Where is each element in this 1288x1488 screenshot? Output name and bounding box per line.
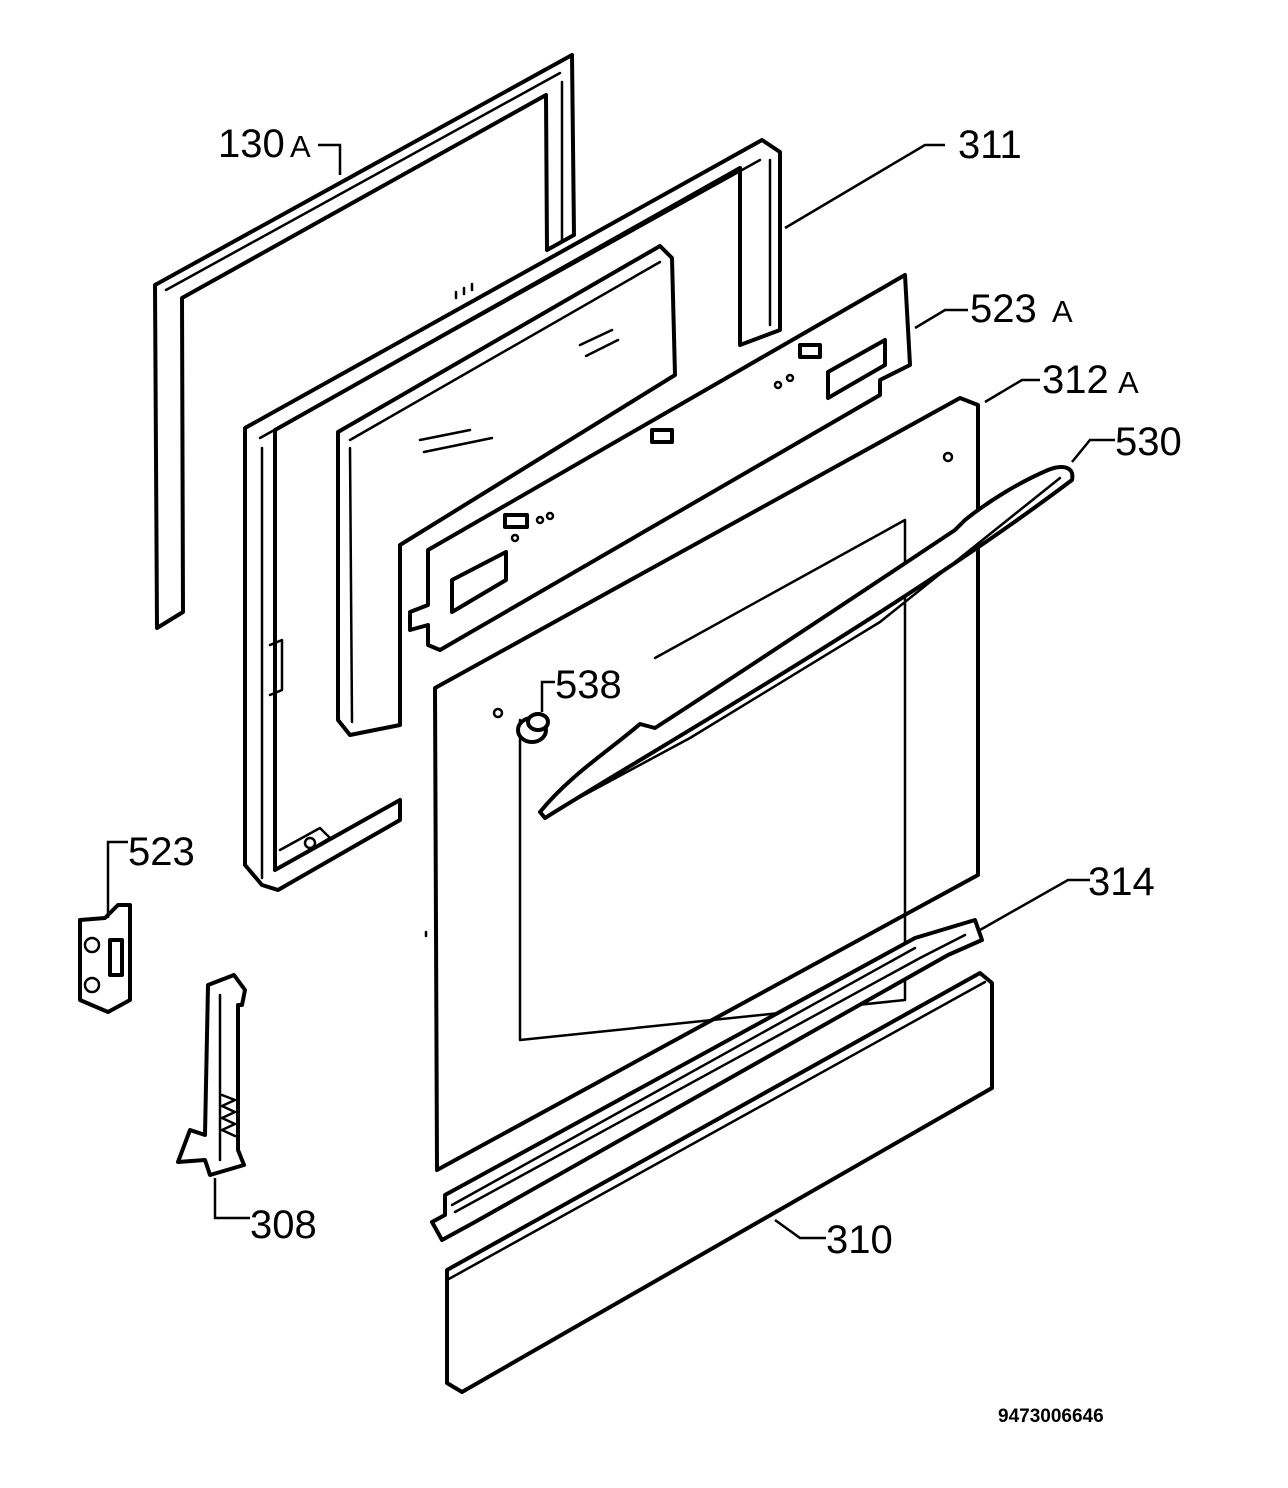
svg-text:523: 523 bbox=[970, 287, 1037, 331]
svg-text:314: 314 bbox=[1088, 860, 1155, 904]
part-523a-bracket bbox=[408, 273, 912, 652]
callout-130a: 130 A bbox=[218, 122, 311, 166]
leader-lines bbox=[106, 143, 1115, 1240]
callout-312a: 312 A bbox=[1042, 358, 1139, 402]
callout-311: 311 bbox=[958, 123, 1022, 167]
svg-text:310: 310 bbox=[826, 1218, 893, 1262]
part-310-bottom-trim bbox=[445, 971, 994, 1394]
part-312a-outer-glass bbox=[424, 396, 980, 1172]
part-311-inner-door-frame bbox=[243, 138, 782, 892]
part-530-door-handle bbox=[538, 465, 1075, 820]
svg-text:538: 538 bbox=[555, 663, 622, 707]
callout-523: 523 bbox=[128, 830, 195, 874]
svg-text:312: 312 bbox=[1042, 358, 1109, 402]
part-314-bottom-rail bbox=[430, 918, 984, 1242]
svg-text:530: 530 bbox=[1115, 420, 1182, 464]
callout-308: 308 bbox=[250, 1203, 317, 1247]
svg-text:130: 130 bbox=[218, 122, 285, 166]
svg-text:523: 523 bbox=[128, 830, 195, 874]
part-538-bush bbox=[516, 712, 550, 744]
callout-310: 310 bbox=[826, 1218, 893, 1262]
callout-523a: 523 A bbox=[970, 287, 1073, 331]
svg-text:A: A bbox=[1118, 365, 1139, 400]
svg-text:A: A bbox=[290, 129, 311, 164]
callout-314: 314 bbox=[1088, 860, 1155, 904]
callout-530: 530 bbox=[1115, 420, 1182, 464]
drawing-code: 9473006646 bbox=[998, 1406, 1104, 1427]
svg-text:311: 311 bbox=[958, 123, 1022, 167]
svg-text:308: 308 bbox=[250, 1203, 317, 1247]
part-130a-door-seal bbox=[153, 53, 576, 630]
callout-538: 538 bbox=[555, 663, 622, 707]
part-523-hinge-bracket bbox=[78, 903, 132, 1014]
svg-text:A: A bbox=[1052, 294, 1073, 329]
part-308-hinge bbox=[176, 973, 247, 1177]
